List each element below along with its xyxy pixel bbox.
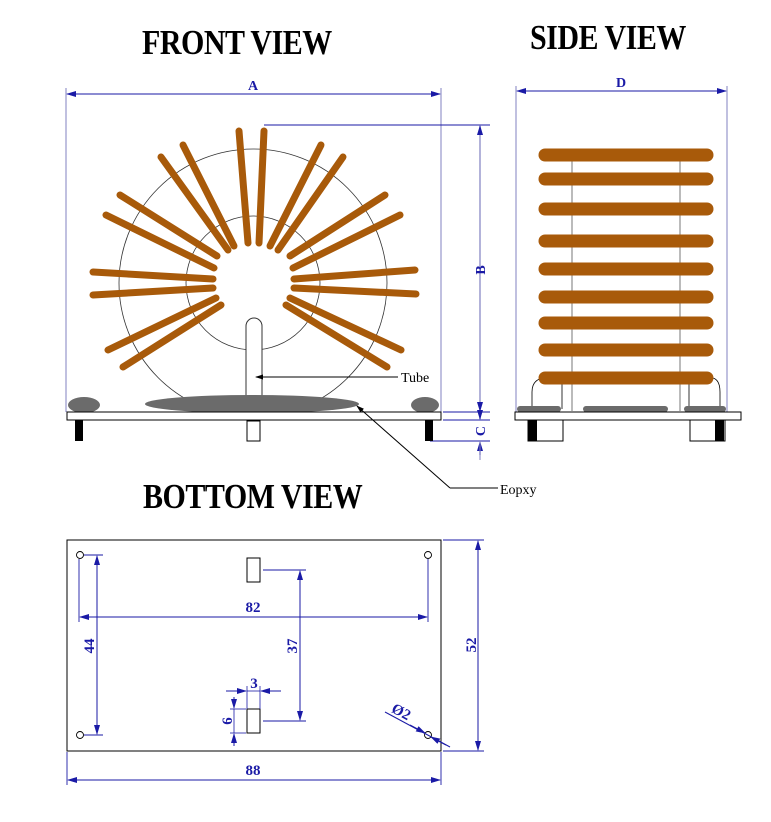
svg-text:A: A: [248, 79, 259, 94]
side-view-title: SIDE VIEW: [530, 19, 686, 57]
svg-text:37: 37: [285, 638, 301, 654]
front-winding-bars: [89, 127, 420, 371]
front-view-title: FRONT VIEW: [142, 24, 332, 62]
front-pin-right: [425, 420, 433, 441]
hole-bottom-left: [76, 731, 84, 739]
epoxy-blobs: [68, 395, 439, 413]
side-winding-bars: [538, 148, 714, 385]
svg-text:44: 44: [82, 638, 98, 654]
dimension-hole-diameter: Ø2: [384, 701, 451, 748]
svg-text:Tube: Tube: [401, 371, 429, 386]
hole-top-right: [424, 551, 432, 559]
svg-text:82: 82: [246, 600, 261, 616]
svg-text:52: 52: [464, 638, 480, 653]
bottom-view-title: BOTTOM VIEW: [143, 478, 363, 516]
dimension-6: 6: [220, 697, 246, 746]
dimension-c: C: [430, 410, 490, 460]
side-view: D: [514, 76, 742, 442]
dimension-3: 3: [226, 676, 281, 709]
dimension-88: 88: [66, 752, 442, 785]
bottom-view: 82 44 37 3: [66, 539, 484, 785]
hole-top-left: [76, 551, 84, 559]
dimension-44: 44: [82, 554, 103, 736]
dimension-d: D: [516, 76, 727, 94]
svg-text:88: 88: [246, 763, 261, 779]
front-pin-left: [75, 420, 83, 441]
epoxy-callout: Eopxy: [356, 405, 537, 498]
svg-text:Eopxy: Eopxy: [500, 483, 537, 498]
pin-pad-bottom: [246, 708, 261, 734]
front-base-plate: [66, 411, 442, 421]
svg-text:6: 6: [220, 717, 236, 725]
svg-text:D: D: [616, 76, 626, 91]
front-view: A B C: [65, 79, 537, 498]
svg-text:B: B: [474, 265, 489, 274]
dimension-37: 37: [263, 569, 306, 722]
svg-text:3: 3: [250, 676, 258, 692]
dimension-82: 82: [78, 559, 429, 622]
side-base-plate: [514, 411, 742, 421]
svg-text:Ø2: Ø2: [389, 701, 413, 724]
svg-text:C: C: [474, 426, 489, 436]
front-pin-center: [246, 420, 261, 442]
pin-pad-top: [246, 557, 261, 583]
tube-callout: Tube: [255, 371, 429, 386]
dimension-52: 52: [443, 539, 484, 752]
dimension-a: A: [66, 79, 441, 97]
